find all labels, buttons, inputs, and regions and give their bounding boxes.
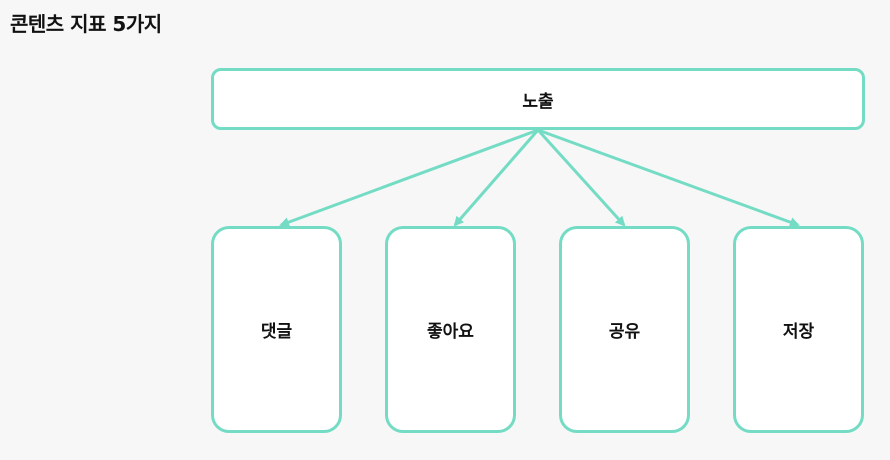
arrow-to-save: [537, 128, 800, 227]
child-node-label: 저장: [782, 322, 815, 342]
root-node-label: 노출: [522, 91, 554, 112]
page-title: 콘텐츠 지표 5가지: [10, 12, 162, 36]
child-node-label: 좋아요: [427, 322, 474, 342]
arrow-to-comment: [279, 128, 539, 227]
child-node-label: 댓글: [260, 322, 293, 342]
child-node-comment: 댓글: [211, 226, 342, 433]
arrow-to-like: [453, 129, 540, 227]
child-node-like: 좋아요: [385, 226, 516, 433]
child-node-save: 저장: [733, 226, 864, 433]
child-node-label: 공유: [608, 322, 641, 342]
root-node-exposure: 노출: [211, 68, 865, 130]
child-node-share: 공유: [559, 226, 690, 433]
arrow-to-share: [536, 128, 626, 227]
